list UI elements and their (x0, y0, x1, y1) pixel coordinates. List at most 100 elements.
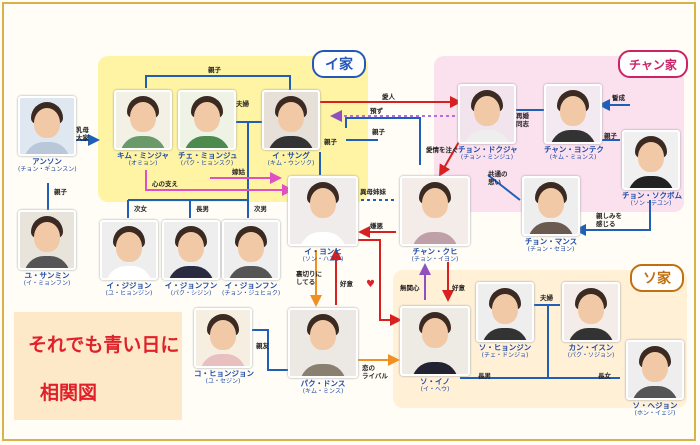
ijonfun-actor: (パク・シジン) (170, 290, 212, 297)
line-aijo (439, 139, 461, 177)
label-jinan: 次男 (254, 205, 267, 213)
label-oyako1: 親子 (54, 188, 67, 196)
person-pakudonsu[interactable]: パク・ドンス (キム・ミンス) (288, 308, 358, 395)
ijonfun-photo (162, 220, 220, 280)
anson-actor: (チョン・ギュンスン) (18, 166, 77, 173)
page-title: それでも青い日に (28, 334, 180, 356)
line-kyomei (487, 174, 521, 201)
label-uba: 乳母 大家 (76, 126, 89, 142)
label-oyako3: 親子 (324, 138, 337, 146)
iyonhi-name: イ・ヨンヒ (304, 247, 342, 256)
label-oyako2: 親子 (208, 66, 221, 74)
pakudonsu-actor: (キム・ミンス) (302, 388, 344, 395)
kaniyon-photo (562, 282, 620, 342)
person-kimminja[interactable]: キム・ミンジャ (オミョン) (114, 90, 172, 167)
person-yusammin[interactable]: ユ・サンミン (イ・ミョンフン) (18, 210, 76, 287)
chanyontek-photo (544, 84, 602, 144)
person-chontokuja[interactable]: チョン・ドクジャ (チョン・ミンジュ) (458, 84, 518, 161)
iyonhi-photo (288, 176, 358, 246)
label-chonan1: 長男 (196, 205, 209, 213)
chonsokomu-photo (622, 130, 680, 190)
label-aijin: 愛人 (382, 93, 395, 101)
yusammin-name: ユ・サンミン (24, 271, 70, 280)
sohyonjin-name: ソ・ヒョンジン (478, 343, 532, 352)
person-chanyontek[interactable]: チャン・ヨンテク (キム・ミョンス) (544, 84, 604, 161)
chanquihi-name: チャン・クヒ (412, 247, 458, 256)
soino-name: ソ・イノ (420, 377, 450, 386)
line-oyako-chan (345, 117, 421, 165)
person-soino[interactable]: ソ・イノ (イ・ヘウ) (400, 306, 470, 393)
chan-family-badge: チャン家 (618, 50, 688, 78)
chontokuja-photo (458, 84, 516, 144)
kaniyon-name: カン・イスン (568, 343, 614, 352)
soino-actor: (イ・ヘウ) (420, 386, 450, 393)
ijijon-photo (100, 220, 158, 280)
person-chonmansu[interactable]: チョン・マンス (チョン・セヨン) (522, 176, 580, 253)
pakudonsu-photo (288, 308, 358, 378)
person-anson[interactable]: アンソン (チョン・ギュンスン) (18, 96, 77, 173)
sohyon-actor: (ホン・イェジ) (634, 410, 676, 417)
kohyonjon-photo (194, 308, 252, 368)
chonmansu-name: チョン・マンス (524, 237, 578, 246)
sohyon-photo (626, 340, 684, 400)
label-chojo: 長女 (598, 372, 611, 380)
ijijon-actor: (ユ・ヒョンジン) (105, 290, 153, 297)
kaniyon-actor: (パク・ソジョン) (567, 352, 615, 359)
label-kokoro: 心の支え (152, 180, 178, 188)
person-sohyon[interactable]: ソ・ヘジョン (ホン・イェジ) (626, 340, 684, 417)
soino-photo (400, 306, 470, 376)
person-iyonhi[interactable]: イ・ヨンヒ (ソン・ハユン) (288, 176, 358, 263)
person-chanquihi[interactable]: チャン・クヒ (チョン・イヨン) (400, 176, 470, 263)
label-muzyo: 無関心 (400, 284, 420, 292)
ijonfan-actor: (チョン・ジュヒョク) (222, 290, 281, 297)
label-seikai: 誓成 (612, 94, 625, 102)
label-kouti1: 好意 (340, 280, 353, 288)
person-ijonfan[interactable]: イ・ジョンフン (チョン・ジュヒョク) (222, 220, 280, 297)
page-subtitle: 相関図 (40, 382, 98, 404)
label-saikon: 再婚 同志 (516, 112, 529, 128)
label-fufu2: 夫婦 (540, 294, 553, 302)
label-aijo: 愛情を注ぐ (426, 146, 459, 154)
label-kyomei: 共通の 思い (488, 170, 508, 186)
yusammin-photo (18, 210, 76, 270)
label-oyako4: 親子 (372, 128, 385, 136)
ijonfan-photo (222, 220, 280, 280)
ijijon-name: イ・ジジョン (106, 281, 152, 290)
person-isangu[interactable]: イ・サング (キム・ウンソク) (262, 90, 320, 167)
anson-photo (18, 96, 76, 156)
person-ijonfun[interactable]: イ・ジョンフン (パク・シジン) (162, 220, 220, 297)
person-choemyonju[interactable]: チェ・ミョンジュ (パク・ヒョンスク) (178, 90, 237, 167)
person-kaniyon[interactable]: カン・イスン (パク・ソジョン) (562, 282, 620, 359)
person-chonsokomu[interactable]: チョン・ソクボム (ソン・テユン) (622, 130, 682, 207)
label-dengon: 預ず (370, 107, 383, 115)
person-kohyonjon[interactable]: コ・ヒョンジョン (ユ・セジン) (194, 308, 254, 385)
label-fufu1: 夫婦 (236, 100, 249, 108)
label-chonan2: 長男 (478, 372, 491, 380)
chontokuja-name: チョン・ドクジャ (458, 145, 518, 154)
chonmansu-actor: (チョン・セヨン) (527, 246, 575, 253)
sohyonjin-actor: (チェ・ドンジョ) (481, 352, 529, 359)
label-shinya: 親しみを 感じる (596, 212, 622, 228)
line-kokoro (145, 170, 294, 196)
person-sohyonjin[interactable]: ソ・ヒョンジン (チェ・ドンジョ) (476, 282, 534, 359)
chanquihi-photo (400, 176, 470, 246)
person-ijijon[interactable]: イ・ジジョン (ユ・ヒョンジン) (100, 220, 158, 297)
kimminja-photo (114, 90, 172, 150)
label-yome: 嫁姑 (232, 168, 245, 176)
i-family-badge: イ家 (312, 50, 366, 78)
sohyonjin-photo (476, 282, 534, 342)
choemyonju-photo (178, 90, 236, 150)
label-uragiri: 裏切りに してる (296, 270, 322, 286)
anson-name: アンソン (32, 157, 62, 166)
label-sinyu: 親友 (256, 342, 269, 350)
heart-icon: ♥ (366, 279, 375, 290)
line-sinyu (252, 329, 290, 371)
line-kim-sangu (145, 75, 291, 92)
title-box (14, 312, 182, 420)
iyonhi-actor: (ソン・ハユン) (302, 256, 344, 263)
border-frame (2, 2, 696, 441)
line-shinya (574, 200, 651, 236)
kimminja-name: キム・ミンジャ (116, 151, 170, 160)
isangu-name: イ・サング (272, 151, 310, 160)
